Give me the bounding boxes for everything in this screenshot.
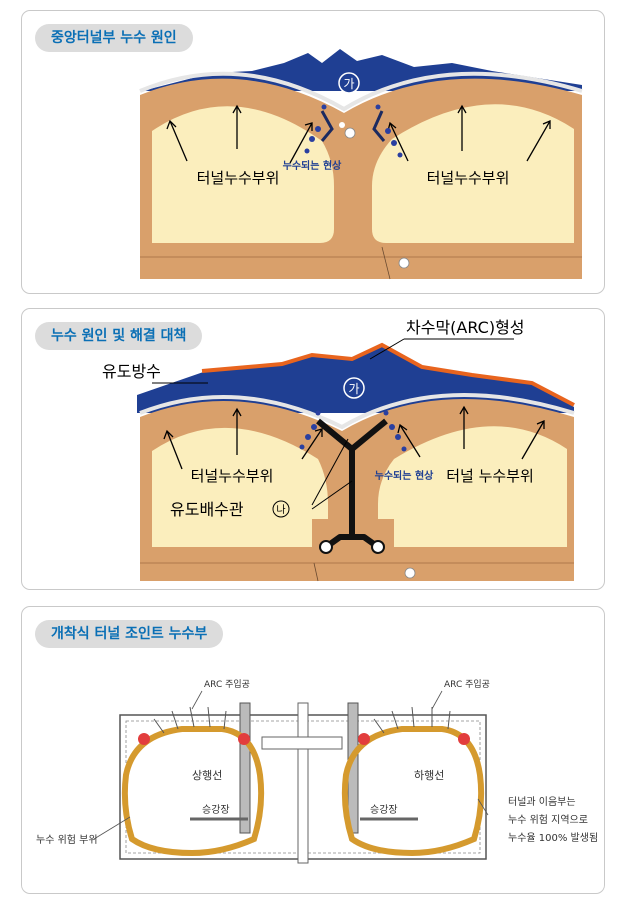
tunnel-interior-left bbox=[152, 427, 328, 547]
arc-injection-holes-left bbox=[153, 706, 227, 734]
leak-risk-label: 누수 위험 부위 bbox=[36, 833, 98, 846]
drainage-label: 유도방수 bbox=[102, 362, 161, 381]
marker-ga-text: 가 bbox=[348, 382, 359, 396]
arc-injection-holes-right bbox=[373, 706, 451, 734]
leak-drops bbox=[299, 410, 407, 452]
pressure-arrows-right bbox=[397, 405, 545, 460]
drain-pipe-label: 유도배수관 bbox=[170, 500, 244, 519]
tunnel-interior-left bbox=[152, 106, 334, 243]
left-leak-area-label: 터널누수부위 bbox=[197, 169, 280, 187]
leak-phenomenon-label: 누수되는 현상 bbox=[283, 159, 342, 172]
arc-waterproof-membrane bbox=[201, 342, 575, 407]
pressure-arrows-left bbox=[163, 407, 323, 470]
pressure-arrows-right bbox=[387, 104, 551, 162]
platform-label-left: 승강장 bbox=[202, 804, 230, 816]
tunnel-solution-diagram: 가 차수막(ARC)형성 유도방수 터널누수부위 누수되는 현상 터널 누수부위… bbox=[102, 318, 575, 582]
panel-title: 중앙터널부 누수 원인 bbox=[35, 24, 193, 52]
tunnel-interior-right bbox=[372, 104, 574, 243]
marker-ga-text: 가 bbox=[343, 77, 354, 91]
right-leak-area-label: 터널누수부위 bbox=[427, 169, 510, 187]
panel-title: 누수 원인 및 해결 대책 bbox=[35, 322, 203, 350]
leak-phenomenon-label: 누수되는 현상 bbox=[375, 469, 434, 482]
arc-injection-label-right: ARC 주입공 bbox=[444, 678, 490, 690]
tunnel-interior-right bbox=[378, 426, 567, 547]
cut-and-cover-tunnel-diagram: ARC 주입공 ARC 주입공 상행선 하행선 승강장 승강장 누수 위험 부위… bbox=[36, 678, 598, 864]
leak-drops bbox=[304, 104, 403, 158]
up-line-label: 상행선 bbox=[192, 769, 222, 782]
tunnel-cross-section-diagram: 가 터널누수부위 누수되는 현상 터널누수부위 bbox=[139, 49, 583, 280]
drainage-pipe bbox=[316, 418, 388, 550]
pressure-arrows-left bbox=[166, 104, 313, 164]
arc-injection-label-left: ARC 주입공 bbox=[204, 678, 250, 690]
left-leak-area-label: 터널누수부위 bbox=[191, 467, 274, 485]
marker-ga bbox=[343, 377, 365, 399]
panel-title: 개착식 터널 조인트 누수부 bbox=[35, 620, 224, 648]
tunnel-lining-right bbox=[341, 726, 485, 857]
marker-ga bbox=[338, 72, 360, 94]
right-leak-area-label: 터널 누수부위 bbox=[446, 467, 534, 485]
drain-pipe-number: 나 bbox=[276, 504, 285, 516]
panel-cut-and-cover-joint: 개착식 터널 조인트 누수부 bbox=[21, 606, 605, 894]
membrane-label: 차수막(ARC)형성 bbox=[406, 318, 525, 337]
note-line-2: 누수 위험 지역으로 bbox=[508, 813, 588, 826]
note-line-3: 누수율 100% 발생됨 bbox=[508, 832, 598, 844]
down-line-label: 하행선 bbox=[414, 768, 444, 782]
leak-risk-zones bbox=[138, 733, 470, 745]
tunnel-lining-left bbox=[121, 726, 265, 857]
panel-leak-solution: 누수 원인 및 해결 대책 bbox=[21, 308, 605, 590]
panel-tunnel-leak-cause: 중앙터널부 누수 원인 bbox=[21, 10, 605, 294]
platform-label-right: 승강장 bbox=[370, 804, 398, 816]
note-line-1: 터널과 이음부는 bbox=[508, 796, 576, 808]
